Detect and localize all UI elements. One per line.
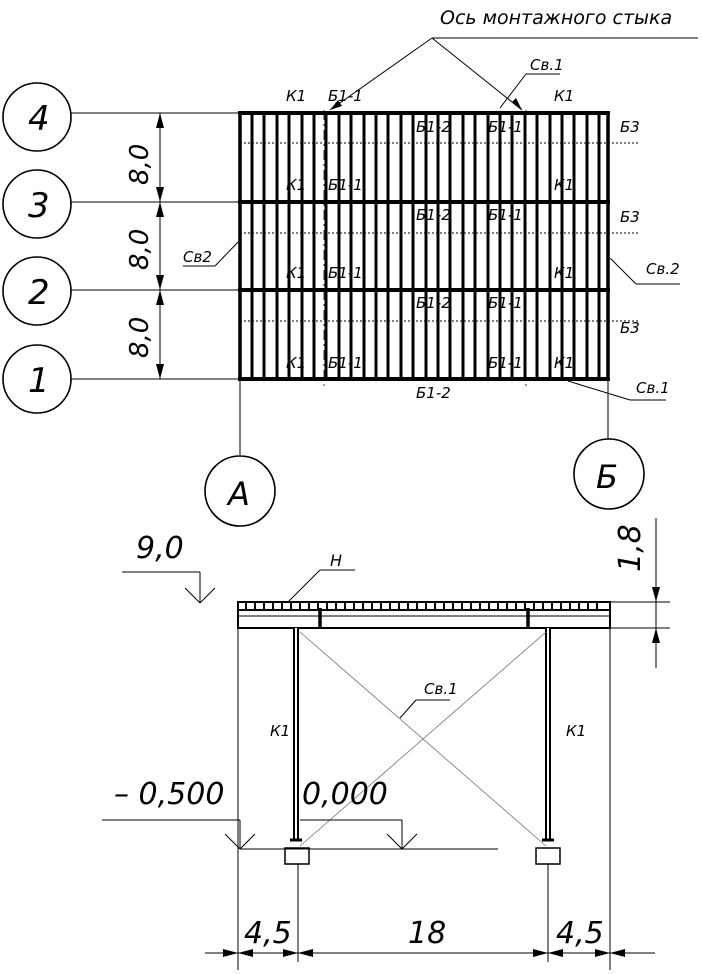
label-b1-2-bottom: Б1-2 — [416, 384, 451, 402]
row-dim-1: 8,0 — [125, 144, 155, 185]
span-dim-middle: 18 — [408, 916, 446, 951]
label-b1-2-r4: Б1-2 — [416, 118, 451, 136]
svg-text:3: 3 — [28, 186, 50, 226]
axis-bubble-3: 3 — [2, 169, 238, 239]
label-sv1-bottom: Св.1 — [636, 379, 670, 397]
roof-height-dim: 1,8 — [610, 518, 670, 668]
svg-text:9,0: 9,0 — [136, 531, 184, 566]
svg-text:1: 1 — [28, 361, 50, 401]
plan-labels: К1 Б1-1 Св.1 К1 Б1-2 Б1-1 Б3 К1 Б1-1 К1 … — [183, 56, 680, 402]
svg-text:4: 4 — [28, 99, 50, 139]
axis-bubble-B: Б — [573, 438, 645, 510]
label-sv2-left: Св2 — [183, 248, 212, 266]
label-b1-1-r4: Б1-1 — [488, 118, 523, 136]
label-b1-1-top: Б1-1 — [328, 87, 363, 105]
label-k1-top-left: К1 — [286, 87, 306, 105]
span-dimensions: 4,5 18 4,5 — [205, 916, 655, 957]
label-b1-1-r2: Б1-1 — [328, 264, 363, 282]
svg-text:2: 2 — [28, 273, 50, 313]
label-k1-r1-right: К1 — [554, 354, 574, 372]
label-k1-r2-right: К1 — [554, 264, 574, 282]
svg-text:Н: Н — [330, 551, 342, 570]
label-b1-1-r1: Б1-1 — [328, 354, 363, 372]
label-b3-r2: Б3 — [620, 319, 640, 337]
column-left-label: К1 — [270, 722, 290, 740]
axis-bubble-2: 2 — [2, 256, 238, 326]
label-b1-1-r1b: Б1-1 — [488, 354, 523, 372]
section-view: 9,0 Н 1,8 — [102, 518, 670, 970]
label-sv2-right: Св.2 — [646, 260, 680, 278]
label-b1-2-r2: Б1-2 — [416, 294, 451, 312]
svg-text:Б: Б — [596, 458, 618, 496]
label-k1-r3-left: К1 — [286, 176, 306, 194]
row-dim-3: 8,0 — [125, 317, 155, 358]
svg-text:0,000: 0,000 — [302, 777, 388, 812]
roof-beam — [237, 601, 611, 629]
svg-text:Св.1: Св.1 — [424, 680, 458, 698]
assembly-joint-note: Ось монтажного стыка — [440, 7, 672, 29]
plan-view: Ось монтажного стыка 4 3 2 1 — [2, 7, 698, 527]
axis-bubble-A: А — [204, 455, 276, 527]
label-b1-1-r3b: Б1-1 — [488, 206, 523, 224]
purlins — [250, 115, 601, 377]
label-k1-r3-right: К1 — [554, 176, 574, 194]
roof-label: Н — [287, 551, 355, 603]
column-right-label: К1 — [566, 722, 586, 740]
label-k1-r2-left: К1 — [286, 264, 306, 282]
cross-bracing: Св.1 — [299, 631, 547, 847]
svg-text:1,8: 1,8 — [613, 524, 648, 572]
row-dimensions: 8,0 8,0 8,0 — [125, 113, 164, 379]
level-zero-mark: 0,000 — [240, 777, 498, 850]
label-k1-top-right: К1 — [554, 87, 574, 105]
svg-text:А: А — [226, 475, 250, 513]
label-k1-r1-left: К1 — [286, 354, 306, 372]
label-b3-r3: Б3 — [620, 208, 640, 226]
label-b1-1-r2b: Б1-1 — [488, 294, 523, 312]
label-b1-2-r3: Б1-2 — [416, 206, 451, 224]
span-dim-right: 4,5 — [556, 916, 604, 951]
row-dim-2: 8,0 — [125, 229, 155, 270]
svg-text:– 0,500: – 0,500 — [114, 777, 224, 812]
axis-bubble-4: 4 — [2, 82, 238, 152]
column-left — [284, 628, 310, 865]
axis-bubble-1: 1 — [2, 344, 238, 414]
roof-level-mark: 9,0 — [122, 531, 216, 604]
roof-purlin-ticks — [245, 603, 598, 609]
span-dim-left: 4,5 — [244, 916, 292, 951]
label-b3-r4: Б3 — [620, 118, 640, 136]
column-right — [535, 628, 561, 865]
label-sv1-top: Св.1 — [530, 56, 564, 74]
label-b1-1-r3: Б1-1 — [328, 176, 363, 194]
level-minus-mark: – 0,500 — [102, 777, 256, 850]
